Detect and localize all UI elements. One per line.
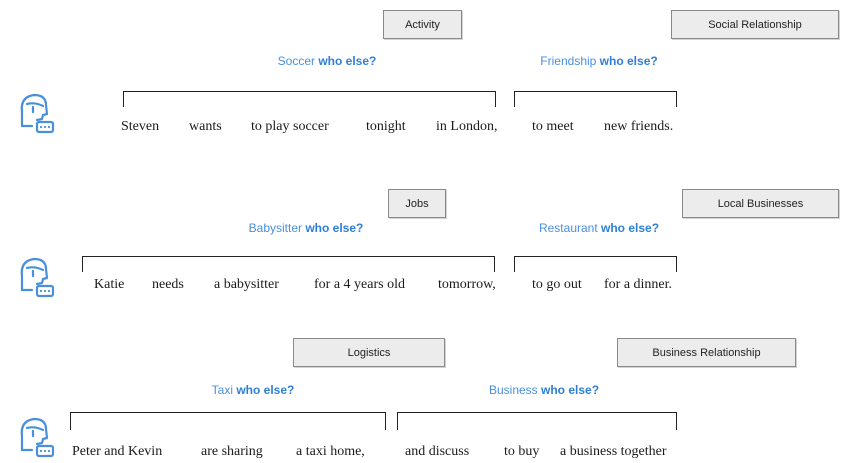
bracket-jobs — [82, 256, 495, 272]
sentence-word: to meet — [532, 119, 574, 134]
user-chat-icon — [20, 257, 55, 298]
hint-restaurant: Restaurant who else? — [539, 221, 659, 235]
sentence-word: tomorrow, — [438, 277, 496, 292]
sentence-word: needs — [152, 277, 184, 292]
sentence-word: Peter and Kevin — [72, 444, 163, 459]
category-activity: Activity — [383, 10, 462, 39]
hint-taxi: Taxi who else? — [212, 383, 295, 397]
hint-topic: Soccer — [277, 54, 315, 68]
hint-topic: Business — [488, 383, 538, 397]
sentence-word: Steven — [121, 119, 160, 134]
category-jobs: Jobs — [388, 189, 446, 218]
hint-topic: Restaurant — [538, 221, 598, 235]
user-chat-icon — [20, 417, 55, 458]
bracket-social-relationship — [514, 91, 677, 107]
bracket-local-businesses — [514, 256, 677, 272]
hint-who-else: who else? — [541, 383, 600, 397]
sentence-word: a babysitter — [214, 277, 279, 292]
hint-who-else: who else? — [236, 383, 295, 397]
hint-friendship: Friendship who else? — [540, 54, 657, 68]
sentence-word: to buy — [504, 444, 540, 459]
sentence-word: new friends. — [604, 119, 674, 134]
sentence-word: to go out — [532, 277, 582, 292]
category-social-relationship: Social Relationship — [671, 10, 839, 39]
sentence-word: to play soccer — [251, 119, 329, 134]
sentence-word: for a dinner. — [604, 277, 673, 292]
sentence-word: and discuss — [405, 444, 470, 459]
hint-babysitter: Babysitter who else? — [249, 221, 364, 235]
hint-who-else: who else? — [318, 54, 377, 68]
sentence-word: for a 4 years old — [314, 277, 405, 292]
category-logistics: Logistics — [293, 338, 445, 367]
bracket-logistics — [70, 412, 386, 430]
hint-soccer: Soccer who else? — [278, 54, 377, 68]
user-chat-icon — [20, 93, 55, 134]
hint-who-else: who else? — [305, 221, 364, 235]
sentence-word: a taxi home, — [296, 444, 365, 459]
sentence-word: a business together — [560, 444, 667, 459]
sentence-word: are sharing — [201, 444, 263, 459]
hint-who-else: who else? — [599, 54, 658, 68]
hint-topic: Taxi — [211, 383, 233, 397]
sentence-word: wants — [189, 119, 222, 134]
category-business-relationship: Business Relationship — [617, 338, 796, 367]
hint-topic: Babysitter — [248, 221, 302, 235]
hint-business: Business who else? — [489, 383, 599, 397]
sentence-word: in London, — [436, 119, 498, 134]
hint-who-else: who else? — [601, 221, 660, 235]
bracket-activity — [123, 91, 496, 107]
sentence-word: Katie — [94, 277, 125, 292]
category-local-businesses: Local Businesses — [682, 189, 839, 218]
hint-topic: Friendship — [540, 54, 597, 68]
bracket-business-relationship — [397, 412, 677, 430]
sentence-word: tonight — [366, 119, 406, 134]
